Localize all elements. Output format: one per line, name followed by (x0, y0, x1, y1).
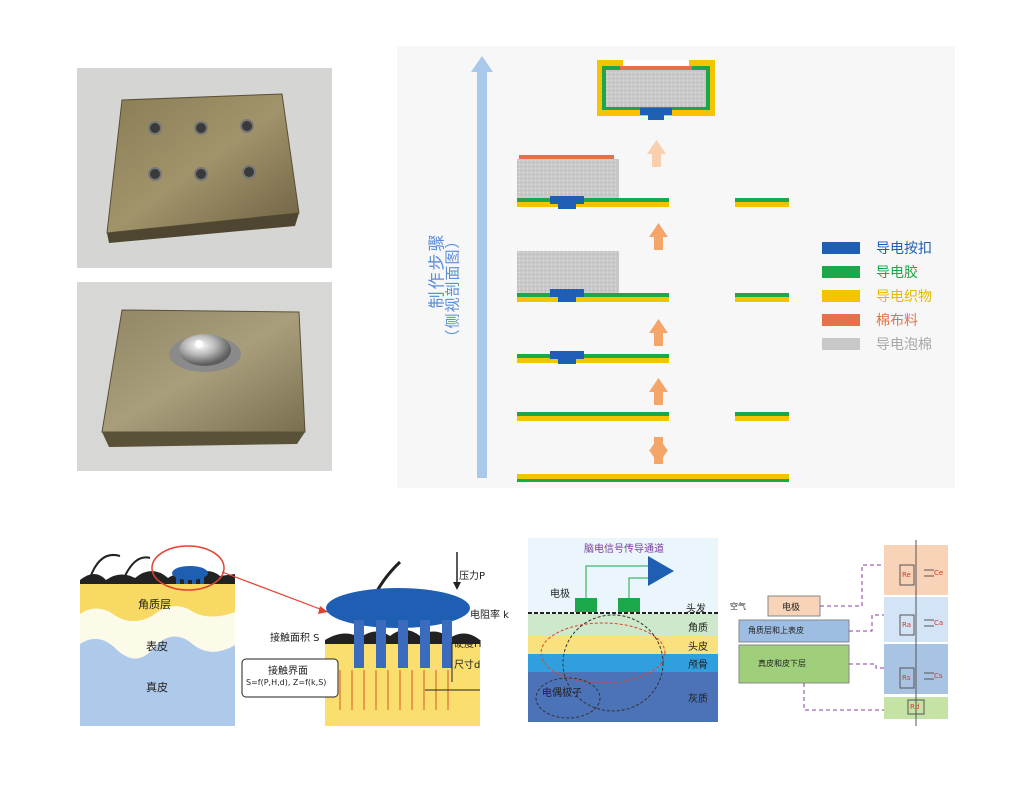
photo-electrode-top (77, 68, 332, 268)
signal-title: 脑电信号传导通道 (584, 544, 664, 555)
eeg-signal-diagram: 脑电信号传导通道 电极 头发 角质 头皮 颅骨 灰质 电偶极子 (528, 538, 718, 722)
skin-layer-epidermis: 表皮 (146, 640, 168, 653)
legend-label-cotton: 棉布料 (876, 313, 918, 329)
signal-svg (528, 556, 718, 722)
skin-layer-stratum: 角质层 (138, 598, 171, 611)
legend-swatch-cotton (822, 314, 860, 326)
circuit-electrode-label: 电极 (782, 603, 801, 613)
skin-contact-diagram: 角质层 表皮 真皮 压力P 电阻率 k 硬度H 尺寸d 接触面积 S 接触界面 … (80, 540, 509, 726)
component-ca: Ca (934, 619, 944, 627)
legend: 导电按扣 导电胶 导电织物 棉布料 导电泡棉 (822, 236, 952, 356)
circuit-layer1-label: 角质层和上表皮 (748, 626, 804, 635)
skin-svg (80, 545, 480, 726)
legend-label-snap: 导电按扣 (876, 241, 932, 257)
circuit-layer2-label: 真皮和皮下层 (758, 659, 806, 668)
legend-label-glue: 导电胶 (876, 265, 918, 281)
legend-item-glue: 导电胶 (822, 260, 952, 284)
pressure-label: 压力P (459, 571, 486, 582)
signal-dipole-label: 电偶极子 (542, 688, 582, 699)
signal-layer-gray-matter: 灰质 (688, 694, 708, 705)
interface-title: 接触界面 (268, 666, 308, 677)
axis-label-line2: （侧视剖面图） (443, 232, 462, 345)
step-6 (597, 60, 715, 120)
legend-label-foam: 导电泡棉 (876, 337, 932, 353)
component-re: Re (902, 571, 911, 579)
legend-swatch-glue (822, 266, 860, 278)
component-cs: Cs (934, 672, 943, 680)
legend-label-fabric: 导电织物 (876, 289, 932, 305)
hardness-label: 硬度H (454, 639, 482, 650)
size-label: 尺寸d (454, 660, 481, 671)
signal-hair-label: 头发 (686, 604, 706, 615)
photo-electrode-bottom (77, 282, 332, 471)
signal-layer-stratum: 角质 (688, 623, 708, 634)
legend-item-fabric: 导电织物 (822, 284, 952, 308)
legend-swatch-foam (822, 338, 860, 350)
step-3 (517, 351, 669, 364)
contact-area-label: 接触面积 S (270, 633, 320, 644)
legend-swatch-snap (822, 242, 860, 254)
step-5 (517, 155, 789, 209)
component-ra: Ra (902, 621, 911, 629)
step-2 (517, 412, 789, 421)
legend-item-cotton: 棉布料 (822, 308, 952, 332)
equivalent-circuit-diagram: 空气 电极 角质层和上表皮 真皮和皮下层 Re Ce Ra Ca Rs Cs R… (724, 540, 952, 726)
skin-layer-dermis: 真皮 (146, 681, 168, 694)
legend-swatch-fabric (822, 290, 860, 302)
signal-electrode-label: 电极 (550, 589, 570, 600)
step-1 (517, 474, 789, 482)
circuit-air-label: 空气 (730, 602, 746, 611)
signal-layer-scalp: 头皮 (688, 642, 708, 653)
step-4 (517, 251, 789, 302)
legend-item-foam: 导电泡棉 (822, 332, 952, 356)
component-rs: Rs (902, 674, 911, 682)
axis-label: 制作步骤 （侧视剖面图） (420, 220, 462, 345)
signal-layer-skull: 颅骨 (688, 660, 708, 671)
process-svg (471, 56, 789, 482)
circuit-svg (738, 540, 948, 726)
resistivity-label: 电阻率 k (470, 610, 509, 621)
legend-item-snap: 导电按扣 (822, 236, 952, 260)
component-ce: Ce (934, 569, 944, 577)
interface-formula: S=f(P,H,d), Z=f(k,S) (246, 678, 327, 687)
fabrication-process-diagram (397, 46, 955, 488)
component-rd: Rd (910, 703, 920, 711)
